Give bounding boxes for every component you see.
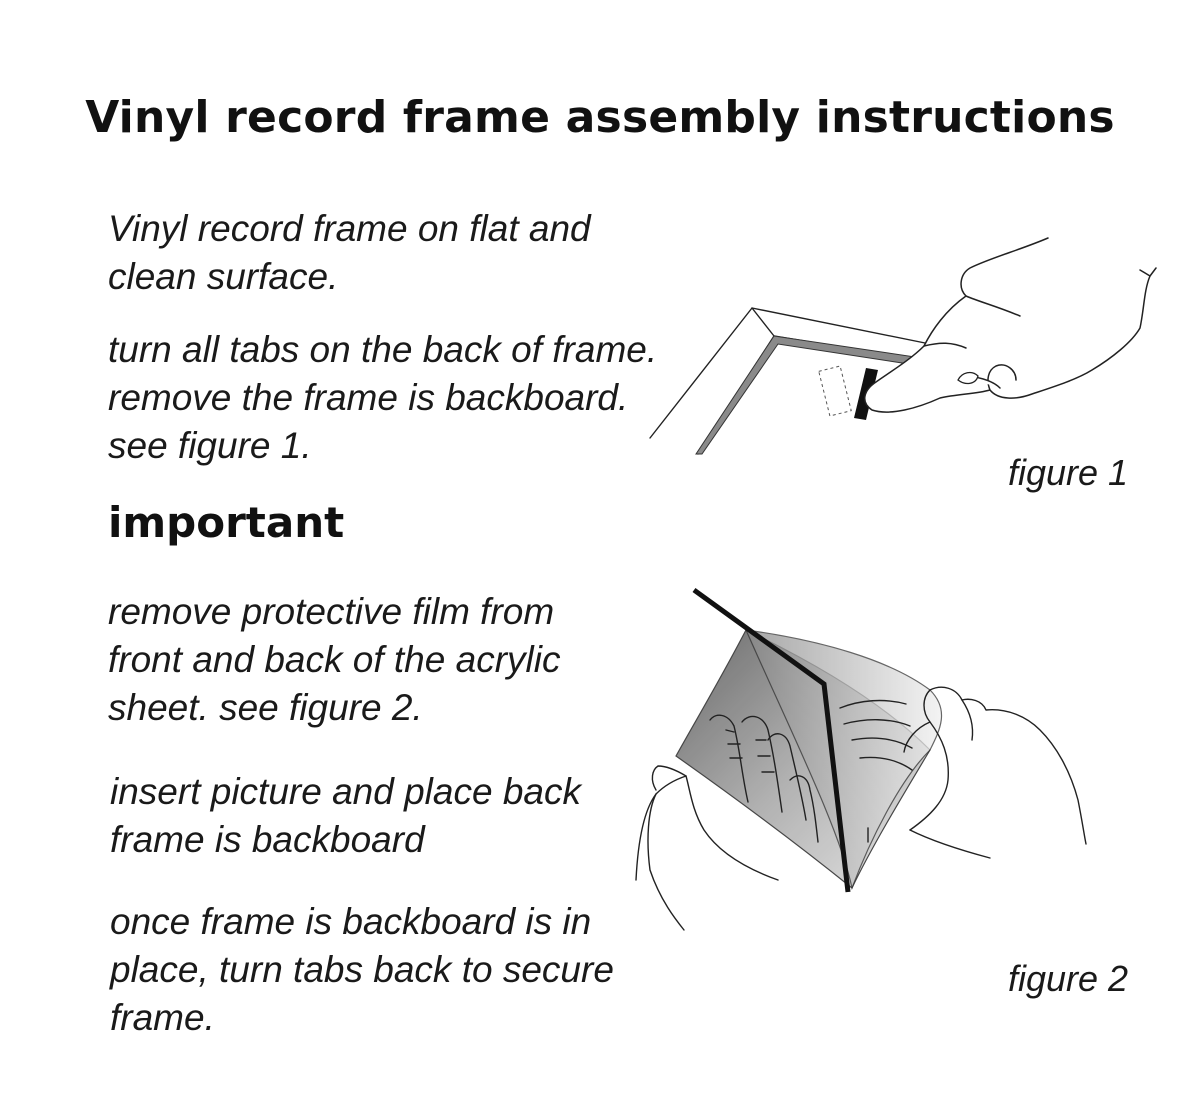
acrylic-sheet [745, 629, 943, 891]
hands-peeling-protective-film-illustration [635, 587, 1087, 931]
important-heading: important [108, 498, 345, 547]
left-hand-outline [635, 765, 687, 881]
instruction-step-2: turn all tabs on the back of frame. remo… [108, 329, 658, 466]
figure-2-caption: figure 2 [1008, 958, 1129, 999]
instruction-step-1: Vinyl record frame on flat and clean sur… [108, 208, 591, 297]
page-title: Vinyl record frame assembly instructions [85, 92, 1115, 143]
right-hand-outline [929, 686, 1087, 845]
instruction-step-3: remove protective film from front and ba… [108, 591, 561, 728]
tab-outline [818, 365, 852, 417]
hand-outline [864, 237, 1151, 413]
hand-turning-frame-tab-illustration [649, 237, 1157, 455]
frame-corner-line [692, 587, 851, 893]
instruction-step-4: insert picture and place back frame is b… [110, 771, 581, 860]
figure-1-caption: figure 1 [1008, 452, 1129, 493]
instruction-step-5: once frame is backboard is in place, tur… [110, 901, 614, 1038]
